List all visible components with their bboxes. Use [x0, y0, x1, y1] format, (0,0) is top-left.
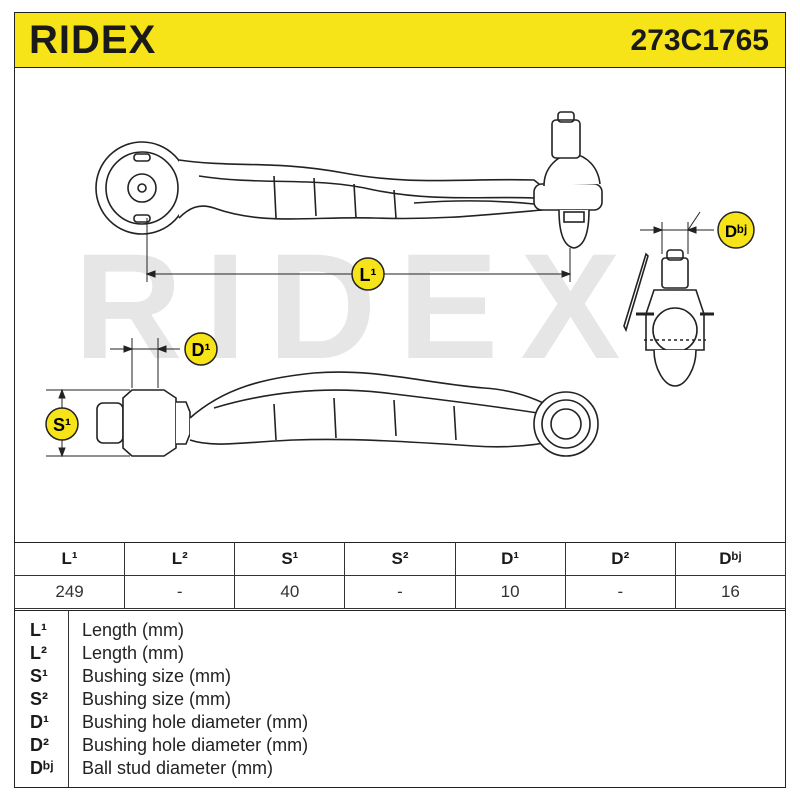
dimension-s1 — [46, 388, 130, 458]
legend-item: Dᵇʲ Ball stud diameter (mm) — [14, 757, 786, 780]
legend-text: Bushing hole diameter (mm) — [82, 712, 309, 732]
brand-logo: RIDEX — [29, 18, 157, 62]
svg-text:D¹: D¹ — [192, 340, 211, 360]
table-header: S² — [344, 542, 456, 576]
upper-arm-view — [95, 111, 603, 249]
legend-key: S¹ — [30, 666, 48, 686]
legend-key: D² — [30, 735, 49, 755]
legend-item: D² Bushing hole diameter (mm) — [14, 734, 786, 757]
legend-text: Bushing hole diameter (mm) — [82, 735, 309, 755]
svg-text:L¹: L¹ — [360, 265, 377, 285]
svg-text:S¹: S¹ — [53, 415, 71, 435]
spec-table: L¹ L² S¹ S² D¹ D² Dᵇʲ 249 - 40 - 10 - 16 — [13, 542, 787, 609]
ball-joint-detail — [623, 249, 714, 387]
table-header: D² — [564, 542, 676, 576]
callout-dbj: Dᵇʲ — [717, 211, 755, 249]
legend-item: L² Length (mm) — [14, 642, 786, 665]
watermark: RIDEX — [74, 222, 642, 390]
legend-key: L² — [30, 643, 47, 663]
table-header: D¹ — [454, 542, 566, 576]
table-cell: 40 — [234, 575, 346, 609]
legend-key: L¹ — [30, 620, 47, 640]
table-header: L¹ — [13, 542, 126, 576]
table-cell: - — [564, 575, 676, 609]
legend-divider — [68, 611, 69, 787]
table-header: Dᵇʲ — [674, 542, 787, 576]
callout-l1: L¹ — [351, 257, 385, 291]
table-header: L² — [124, 542, 236, 576]
legend-text: Length (mm) — [82, 643, 185, 663]
legend: L¹ Length (mm) L² Length (mm) S¹ Bushing… — [14, 610, 786, 788]
table-cell: - — [344, 575, 456, 609]
technical-drawing: RIDEX — [45, 111, 755, 458]
legend-item: L¹ Length (mm) — [14, 619, 786, 642]
lower-arm-view — [96, 371, 599, 457]
svg-text:Dᵇʲ: Dᵇʲ — [725, 222, 747, 241]
dimension-d1 — [110, 338, 180, 388]
header-bar: RIDEX 273C1765 — [14, 12, 786, 68]
table-row: 249 - 40 - 10 - 16 — [13, 575, 787, 609]
legend-item: S¹ Bushing size (mm) — [14, 665, 786, 688]
legend-item: D¹ Bushing hole diameter (mm) — [14, 711, 786, 734]
table-cell: 249 — [13, 575, 126, 609]
part-number: 273C1765 — [630, 24, 769, 57]
table-header-row: L¹ L² S¹ S² D¹ D² Dᵇʲ — [13, 542, 787, 576]
legend-text: Bushing size (mm) — [82, 689, 232, 709]
legend-text: Ball stud diameter (mm) — [82, 758, 274, 778]
legend-key: S² — [30, 689, 48, 709]
table-cell: 16 — [674, 575, 787, 609]
dimension-dbj — [640, 211, 714, 254]
legend-key: Dᵇʲ — [30, 758, 54, 778]
legend-text: Bushing size (mm) — [82, 666, 232, 686]
legend-key: D¹ — [30, 712, 49, 732]
table-header: S¹ — [234, 542, 346, 576]
table-cell: 10 — [454, 575, 566, 609]
callout-s1: S¹ — [45, 407, 79, 441]
legend-item: S² Bushing size (mm) — [14, 688, 786, 711]
legend-text: Length (mm) — [82, 620, 185, 640]
table-cell: - — [124, 575, 236, 609]
callout-d1: D¹ — [184, 332, 218, 366]
